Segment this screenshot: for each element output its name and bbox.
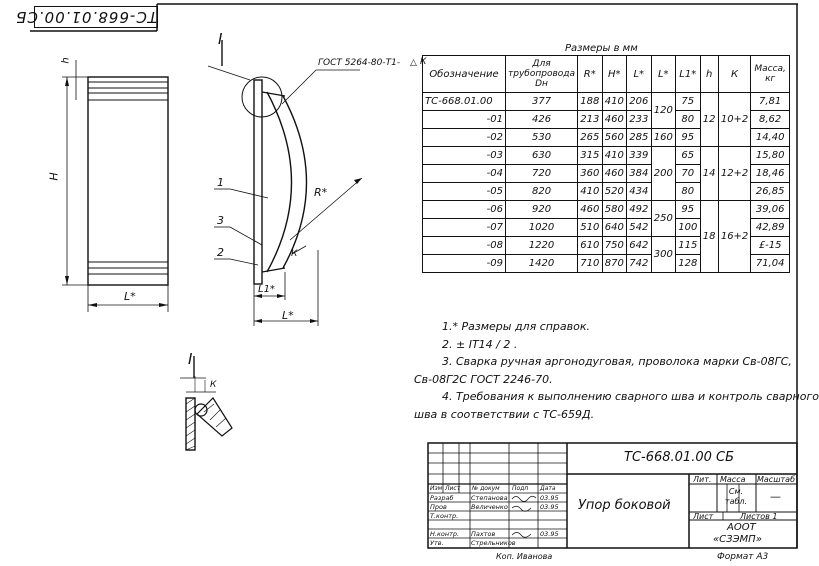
title-block-col-date: Дата (540, 485, 556, 492)
k-dim-side-label: К (291, 249, 298, 259)
table-header-cell: H* (601, 55, 628, 93)
section-detail (180, 356, 233, 451)
note-3-cont: Св-08Г2С ГОСТ 2246-70. (414, 372, 553, 386)
weld-triangle-icon: △ (410, 58, 417, 68)
l-dim-side-label: L* (282, 309, 294, 322)
table-cell: 630 (505, 146, 579, 165)
table-row: -01 426 213 460 233 80 8,62 (421, 110, 790, 129)
title-block-scale-value: — (770, 490, 781, 503)
note-3: 3. Сварка ручная аргонодуговая, проволок… (442, 355, 792, 368)
title-block-sheet-label: Лист (693, 512, 714, 521)
note-1: 1.* Размеры для справок. (442, 320, 591, 333)
table-cell: 12 (699, 92, 719, 147)
section-detail-label: I (188, 350, 193, 368)
table-cell: 16+2 (717, 200, 752, 273)
table-cell: -09 (421, 254, 507, 273)
title-block-role-tkontr: Т.контр. (430, 512, 459, 520)
table-row: -02 530 265 560 285 160 95 14,40 (421, 128, 790, 147)
title-block-mass-header: Масса (720, 475, 746, 484)
table-cell: 1420 (505, 254, 579, 273)
table-cell: 7,81 (750, 92, 790, 111)
title-block-role-razrab: Разраб (430, 494, 454, 502)
table-header-cell: L* (650, 55, 677, 93)
table-cell: 70 (675, 164, 701, 183)
table-cell: 18 (699, 200, 719, 273)
note-4-cont: шва в соответствии с ТС-659Д. (414, 407, 595, 421)
title-block-lit-header: Лит. (693, 475, 712, 484)
title-block-part-name: Упор боковой (578, 498, 671, 513)
part-drawing (62, 40, 363, 451)
table-cell: 920 (505, 200, 579, 219)
title-block-date-prov: 03.95 (540, 503, 559, 511)
title-block-role-prov: Пров (430, 503, 447, 511)
front-view (62, 60, 169, 312)
title-block-name-utv: Стрельников (471, 539, 516, 547)
table-row: -07 1020 510 640 542 100 42,89 (421, 218, 790, 237)
title-block-name-razrab: Степанова (471, 494, 508, 502)
table-cell: 300 (650, 236, 677, 273)
note-2: 2. ± IT14 / 2 . (442, 337, 518, 351)
title-block-role-nkontr: Н.контр. (430, 530, 460, 538)
table-header-cell: К (717, 55, 752, 93)
title-block-scale-header: Масштаб (757, 475, 796, 484)
table-cell: 128 (675, 254, 701, 273)
table-cell: 742 (626, 254, 652, 273)
table-cell: 870 (601, 254, 628, 273)
title-block-col-sign: Подп (512, 485, 529, 492)
table-row: -06 920 460 580 492 250 95 18 16+2 39,06 (421, 200, 790, 273)
title-block-col-list: Лист (445, 485, 461, 492)
format-label: Формат А3 (717, 552, 769, 562)
section-callout-label: I (218, 30, 223, 48)
title-block-mass-value: См. табл. (724, 487, 748, 506)
note-4: 4. Требования к выполнению сварного шва … (442, 390, 819, 403)
position-3-label: 3 (217, 214, 224, 227)
table-header-cell: Обозначение (421, 55, 507, 93)
technical-notes: 1.* Размеры для справок. 2. ± IT14 / 2 .… (414, 318, 819, 423)
side-view (207, 40, 363, 326)
title-block-org-line1: АООТ (727, 522, 756, 533)
weld-standard-label: ГОСТ 5264-80-Т1- (318, 58, 401, 68)
title-block-designation: ТС-668.01.00 СБ (624, 450, 734, 465)
l-dim-front-label: L* (124, 290, 136, 303)
title-block-sheets-label: Листов 1 (740, 512, 778, 521)
position-2-label: 2 (217, 246, 224, 259)
signature-scribbles (511, 495, 537, 538)
title-block-col-izm: Изм (430, 485, 443, 492)
title-block-name-prov: Величенко (471, 503, 508, 511)
position-1-label: 1 (217, 176, 224, 189)
title-block-date-razrab: 03.95 (540, 494, 559, 502)
table-header-cell: R* (577, 55, 603, 93)
drawing-sheet: ТС-668.01.00.СБ (15, 3, 819, 562)
table-cell: 12+2 (717, 146, 752, 201)
dimensions-table: Обозначение Для трубопровода Dн R* H* L*… (421, 55, 790, 273)
title-block-name-nkontr: Пахтов (471, 530, 496, 538)
table-header-cell: Для трубопровода Dн (505, 55, 579, 93)
title-block-grid (427, 442, 798, 549)
table-row: -09 1420 710 870 742 128 71,04 (421, 254, 790, 273)
k-dim-detail-label: К (210, 380, 217, 390)
copied-by-label: Коп. Иванова (496, 552, 553, 561)
title-block-date-nkontr: 03.95 (540, 530, 559, 538)
title-block-org-line2: «СЗЭМП» (713, 534, 762, 545)
table-caption: Размеры в мм (565, 43, 638, 54)
table-cell: 250 (650, 200, 677, 237)
table-cell: 115 (675, 236, 701, 255)
table-cell: 71,04 (750, 254, 790, 273)
l1-dim-label: L1* (258, 284, 275, 295)
radius-dim-label: R* (314, 186, 328, 199)
title-block-role-utv: Утв. (430, 539, 444, 547)
title-block-col-doc: № докум (472, 485, 500, 492)
